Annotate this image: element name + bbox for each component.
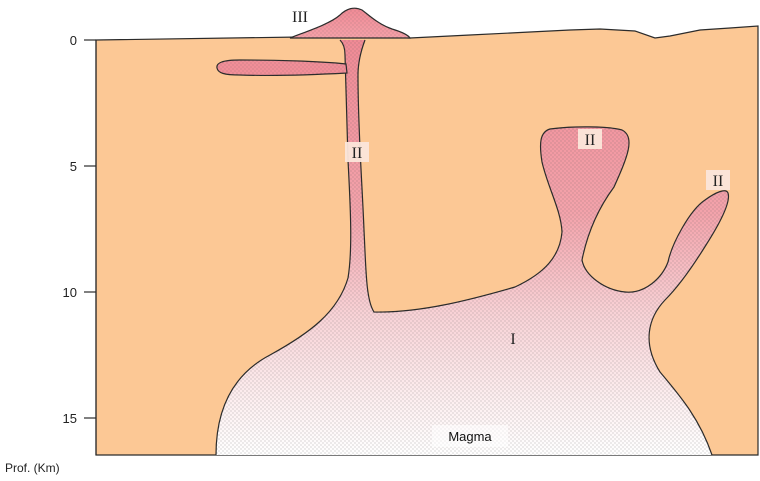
label-stage-i: I (510, 331, 515, 348)
cone-stipple (290, 8, 410, 38)
tick-label-0: 0 (70, 33, 77, 48)
tick-label-10: 10 (63, 285, 77, 300)
tick-label-15: 15 (63, 411, 77, 426)
depth-axis-title: Prof. (Km) (5, 461, 60, 475)
label-stage-ii-finger: II (713, 173, 724, 190)
magma-label: Magma (448, 429, 492, 444)
label-stage-ii-conduit: II (352, 145, 363, 162)
tick-label-5: 5 (70, 159, 77, 174)
label-stage-iii: III (292, 9, 308, 26)
label-stage-ii-dome: II (585, 132, 596, 149)
